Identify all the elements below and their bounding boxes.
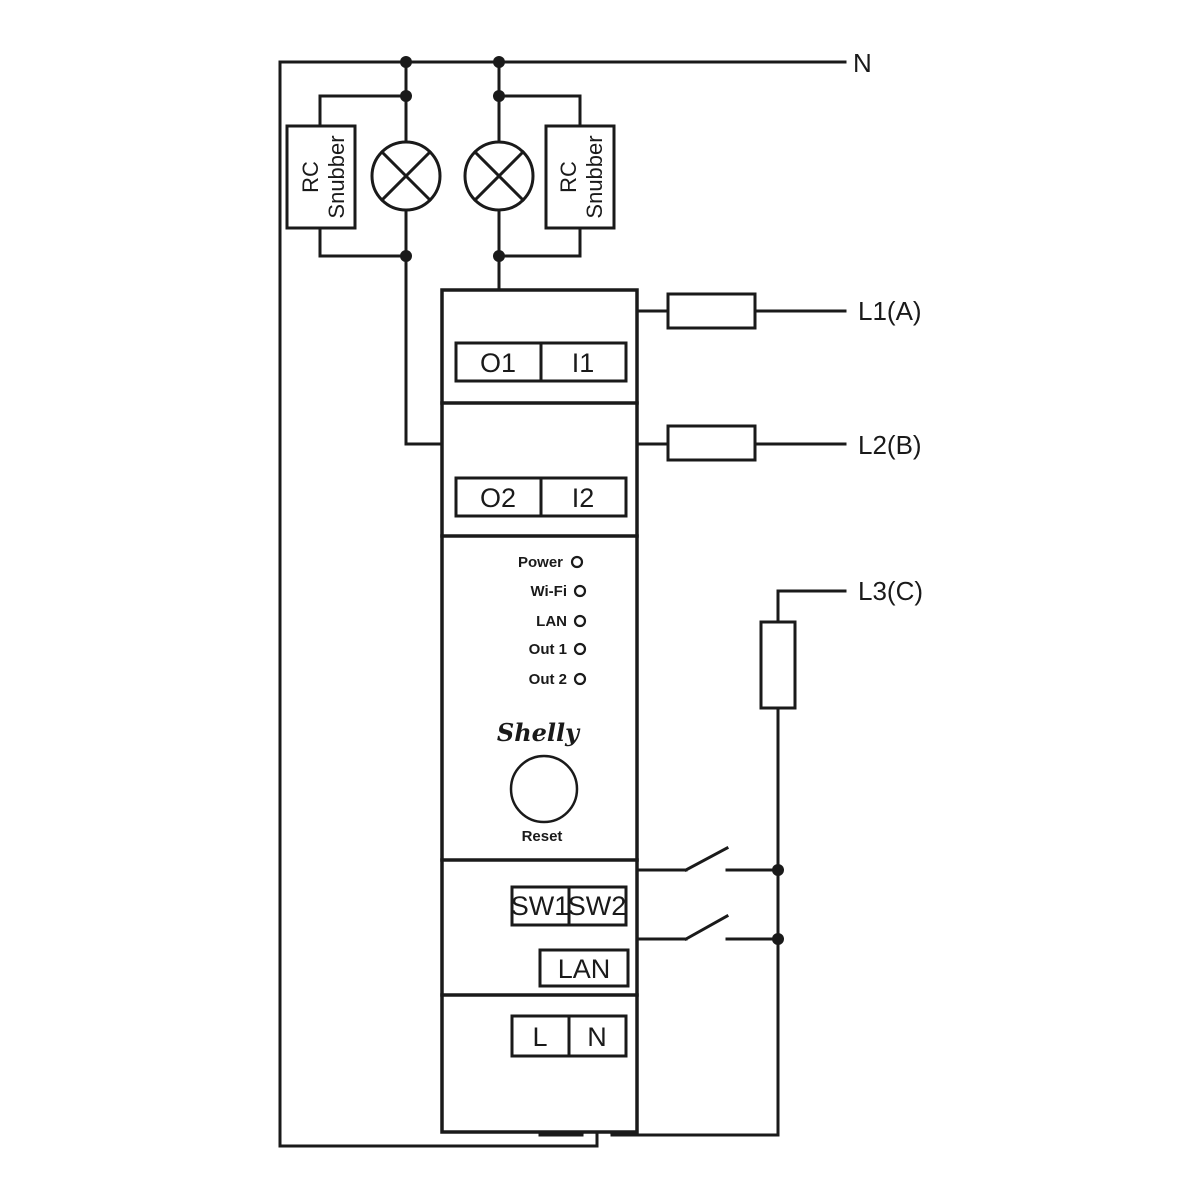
fuse-l3-icon [759, 620, 797, 710]
terminal-l-label: L [532, 1022, 547, 1052]
terminal-o2-label: O2 [480, 483, 516, 513]
junction-dot [400, 56, 412, 68]
junction-dot [493, 56, 505, 68]
terminal-i1 [539, 341, 628, 383]
snubber-right-line2: Snubber [582, 135, 607, 218]
neutral-bus: N [278, 48, 872, 1148]
terminal-sw2-label: SW2 [568, 891, 627, 921]
shelly-logo: Shelly [497, 718, 581, 747]
switch-1-icon [683, 845, 730, 873]
terminal-i1-label: I1 [572, 348, 595, 378]
terminal-sw2 [567, 885, 628, 927]
lamp-right-icon [463, 140, 535, 212]
switch-2-icon [683, 913, 730, 942]
reset-button[interactable] [509, 754, 579, 824]
snubber-left-line2: Snubber [324, 135, 349, 218]
junction-dot [772, 864, 784, 876]
lan-port-label: LAN [558, 954, 611, 984]
terminal-o1 [454, 341, 543, 383]
junction-dot [493, 90, 505, 102]
junction-dot [493, 250, 505, 262]
junction-dot [400, 90, 412, 102]
fuse-l1-icon [666, 292, 757, 330]
rc-snubber-left [285, 124, 357, 230]
junction-dot [400, 250, 412, 262]
led-out2-label: Out 2 [529, 671, 567, 688]
phase-l1: L1(A) [576, 292, 922, 345]
terminal-n-label: N [587, 1022, 607, 1052]
l2-label: L2(B) [858, 430, 922, 460]
lan-port [538, 948, 630, 988]
junction-dot [772, 933, 784, 945]
led-power-label: Power [518, 554, 563, 571]
reset-label: Reset [522, 828, 563, 845]
device-section-dividers [440, 401, 639, 997]
led-out2-icon [573, 672, 587, 686]
terminal-n [567, 1014, 628, 1058]
snubber-right-line1: RC [556, 161, 581, 193]
terminal-sw1 [510, 885, 571, 927]
led-indicators: Power Wi-Fi LAN Out 1 Out 2 [518, 554, 587, 688]
snubber-left-line1: RC [298, 161, 323, 193]
device-enclosure [440, 288, 639, 1134]
fuse-l2-icon [666, 424, 757, 462]
terminal-o1-label: O1 [480, 348, 516, 378]
phase-l3: L3(C) [610, 576, 923, 1137]
rc-snubber-right [544, 124, 616, 230]
lamp-left-icon [370, 140, 442, 212]
led-power-icon [570, 555, 584, 569]
shelly-device: O1 I1 O2 I2 Power Wi-Fi LAN Out 1 Out 2 … [440, 288, 639, 1134]
l3-label: L3(C) [858, 576, 923, 606]
led-out1-icon [573, 642, 587, 656]
led-wifi-icon [573, 584, 587, 598]
l1-label: L1(A) [858, 296, 922, 326]
terminal-i2-label: I2 [572, 483, 595, 513]
neutral-label: N [853, 48, 872, 78]
terminal-o2 [454, 476, 543, 518]
terminal-i2 [539, 476, 628, 518]
led-wifi-label: Wi-Fi [530, 583, 567, 600]
led-lan-icon [573, 614, 587, 628]
led-out1-label: Out 1 [529, 641, 567, 658]
terminal-sw1-label: SW1 [511, 891, 570, 921]
led-lan-label: LAN [536, 613, 567, 630]
